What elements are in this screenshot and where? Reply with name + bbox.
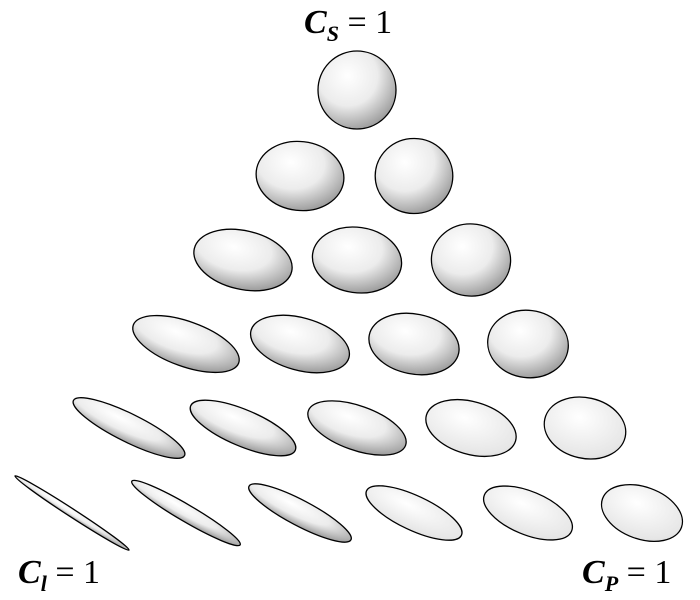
ellipsoid-r2-c2 (374, 137, 454, 215)
ellipsoid-r4-c3 (368, 312, 460, 376)
ellipsoid-r5-c5 (543, 396, 627, 460)
label-right-symbol: C (582, 554, 605, 591)
ellipsoid-r5-c4 (425, 399, 517, 457)
label-left-equals: = 1 (55, 554, 100, 591)
ellipsoid-r5-c3 (307, 400, 407, 456)
ellipsoid-r6-c2 (131, 479, 241, 547)
label-spherical-apex: CS = 1 (304, 4, 393, 45)
label-top-subscript: S (326, 21, 339, 46)
ellipsoid-r6-c4 (365, 485, 463, 541)
ellipsoid-r6-c1 (14, 475, 130, 551)
label-linear-corner: Cl = 1 (18, 554, 100, 595)
label-top-symbol: C (304, 4, 327, 41)
ellipsoid-r6-c3 (248, 483, 352, 543)
ellipsoid-r5-c1 (72, 397, 186, 459)
label-planar-corner: CP = 1 (582, 554, 672, 595)
label-left-subscript: l (40, 571, 47, 596)
label-top-equals: = 1 (347, 4, 393, 41)
ellipsoid-grid (14, 50, 684, 551)
ellipsoid-r4-c4 (487, 309, 569, 379)
ellipsoid-r6-c5 (482, 485, 574, 541)
ellipsoid-r3-c3 (430, 223, 512, 297)
ellipsoid-r4-c2 (249, 314, 351, 374)
ellipsoid-r3-c1 (193, 228, 293, 292)
label-right-equals: = 1 (626, 554, 672, 591)
label-right-subscript: P (604, 571, 619, 596)
ellipsoid-r2-c1 (255, 140, 345, 212)
ellipsoid-r1-c1 (317, 50, 397, 130)
label-left-symbol: C (18, 554, 41, 591)
ellipsoid-r6-c6 (600, 484, 684, 542)
ellipsoid-r4-c1 (132, 314, 240, 374)
ellipsoid-r3-c2 (311, 226, 403, 294)
ellipsoid-r5-c2 (189, 399, 297, 457)
